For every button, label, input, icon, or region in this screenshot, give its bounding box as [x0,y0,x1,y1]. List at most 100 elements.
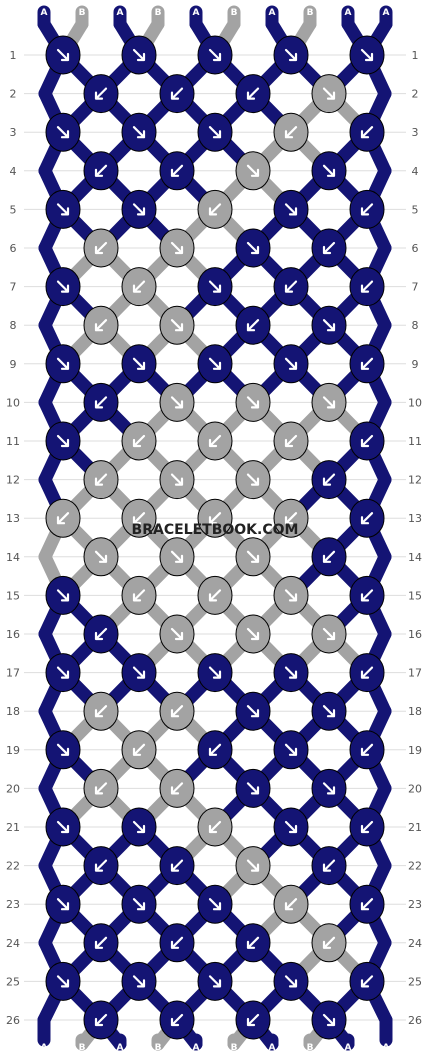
arrow-glyph [208,975,222,988]
arrow-glyph [246,87,260,100]
arrow-glyph [170,936,184,949]
arrow-glyph [246,936,260,949]
arrow-glyph [132,743,146,756]
arrow-glyph [322,1013,336,1027]
strand-label-bottom: A [117,1043,124,1053]
arrow-glyph [94,936,108,949]
knot-arrow-icon [56,743,70,756]
strand-label-bottom: A [269,1043,276,1053]
arrow-glyph [170,1013,184,1027]
arrow-glyph [208,666,222,679]
knot-arrow-icon [170,396,184,409]
watermark: BRACELETBOOK.COM [132,522,299,538]
knot-arrow-icon [94,396,108,409]
arrow-glyph [322,627,336,641]
arrow-glyph [246,859,260,872]
arrow-glyph [284,126,298,139]
arrow-glyph [56,357,70,370]
row-label-left: 9 [10,358,17,371]
arrow-glyph [132,666,146,679]
arrow-glyph [246,241,260,255]
knot-arrow-icon [170,241,184,255]
arrow-glyph [360,666,374,679]
row-label-right: 19 [408,744,422,757]
strand-label-top: A [117,8,124,18]
knot-arrow-icon [56,203,70,216]
row-label-right: 7 [412,281,419,294]
knot-arrow-icon [132,975,146,988]
strand-label-bottom: B [79,1043,86,1053]
arrow-glyph [94,705,108,718]
arrow-glyph [360,357,374,370]
knot-arrow-icon [56,357,70,370]
arrow-glyph [94,87,108,100]
row-label-right: 4 [412,165,419,178]
strand-label-bottom: A [41,1043,48,1053]
row-label-left: 3 [10,126,17,139]
knot-arrow-icon [246,164,260,177]
row-label-right: 18 [408,705,422,718]
arrow-glyph [94,319,108,332]
knot-arrow-icon [322,164,336,177]
arrow-glyph [56,48,70,62]
knot-arrow-icon [284,589,298,602]
row-label-left: 14 [6,551,20,564]
row-label-right: 10 [408,396,422,409]
arrow-glyph [322,473,336,486]
arrow-glyph [132,975,146,988]
row-label-left: 8 [10,319,17,332]
row-label-right: 14 [408,551,422,564]
knot-arrow-icon [56,512,70,525]
knot-arrow-icon [322,705,336,718]
knot-arrow-icon [322,782,336,795]
strand-label-top: B [307,8,314,18]
knot-arrow-icon [322,87,336,100]
knot-arrow-icon [360,512,374,525]
knot-arrow-icon [132,434,146,448]
strand-label-bottom: A [383,1043,390,1053]
knot-arrow-icon [132,820,146,834]
knot-arrow-icon [132,512,146,525]
knot-arrow-icon [360,126,374,139]
knot-arrow-icon [360,589,374,602]
arrow-glyph [170,550,184,563]
arrow-glyph [246,319,260,332]
arrow-glyph [56,898,70,911]
knot-arrow-icon [56,898,70,911]
knot-arrow-icon [170,705,184,718]
arrow-glyph [284,434,298,448]
arrow-glyph [132,126,146,139]
knot-arrow-icon [94,705,108,718]
arrow-glyph [94,550,108,563]
knot-arrow-icon [56,434,70,448]
arrow-glyph [322,164,336,177]
row-label-right: 13 [408,512,422,525]
arrow-glyph [170,241,184,255]
strand-label-top: A [345,8,352,18]
arrow-glyph [56,743,70,756]
knot-arrow-icon [132,743,146,756]
row-label-left: 21 [6,821,20,834]
arrow-glyph [208,203,222,216]
arrow-glyph [284,975,298,988]
arrow-glyph [360,975,374,988]
row-label-right: 15 [408,589,422,602]
knot-arrow-icon [284,975,298,988]
row-label-left: 13 [6,512,20,525]
strand-label-top: A [41,8,48,18]
arrow-glyph [94,627,108,641]
arrow-glyph [132,898,146,911]
arrow-glyph [94,1013,108,1027]
arrow-glyph [56,512,70,525]
knot-arrow-icon [284,666,298,679]
arrow-glyph [322,705,336,718]
arrow-glyph [170,627,184,641]
row-label-right: 3 [412,126,419,139]
arrow-glyph [284,203,298,216]
arrow-glyph [94,782,108,795]
arrow-glyph [246,396,260,409]
row-label-left: 12 [6,474,20,487]
arrow-glyph [284,280,298,293]
arrow-glyph [170,87,184,100]
knot-arrow-icon [246,319,260,332]
